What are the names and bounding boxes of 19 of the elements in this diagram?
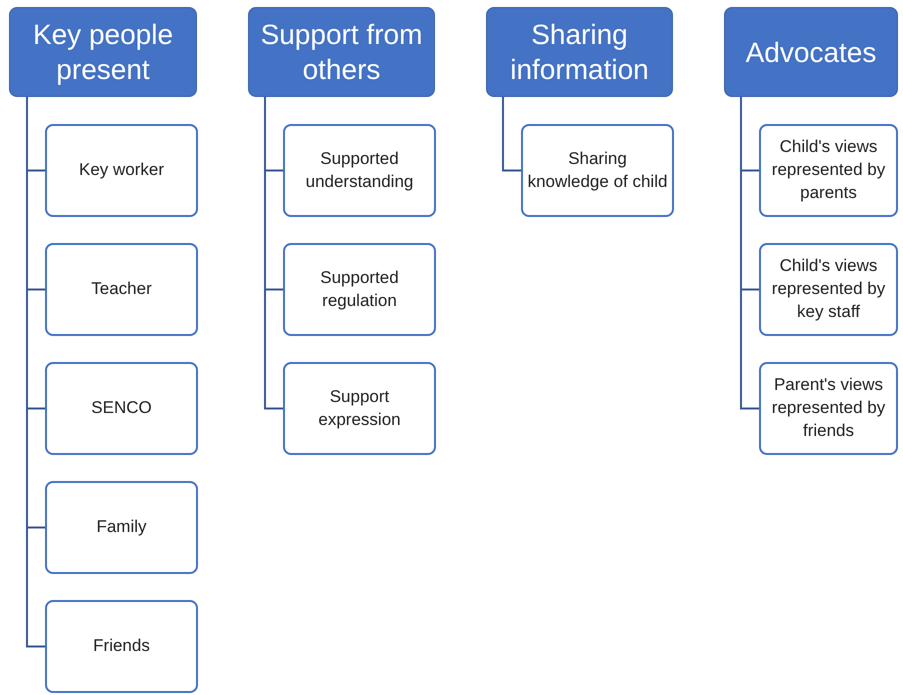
connector-line <box>264 97 283 410</box>
category-header: Support from others <box>248 7 435 97</box>
connector-line <box>502 97 521 172</box>
item-box: Friends <box>45 600 198 693</box>
item-box: Sharing knowledge of child <box>521 124 674 217</box>
item-box: Key worker <box>45 124 198 217</box>
category-header: Advocates <box>724 7 898 97</box>
item-box: Parent's views represented by friends <box>759 362 898 455</box>
connector-line <box>740 97 759 410</box>
category-header: Sharing information <box>486 7 673 97</box>
item-box: Teacher <box>45 243 198 336</box>
category-header: Key people present <box>9 7 197 97</box>
item-box: Child's views represented by parents <box>759 124 898 217</box>
item-box: Support expression <box>283 362 436 455</box>
item-box: SENCO <box>45 362 198 455</box>
item-box: Child's views represented by key staff <box>759 243 898 336</box>
item-box: Family <box>45 481 198 574</box>
item-box: Supported regulation <box>283 243 436 336</box>
item-box: Supported understanding <box>283 124 436 217</box>
